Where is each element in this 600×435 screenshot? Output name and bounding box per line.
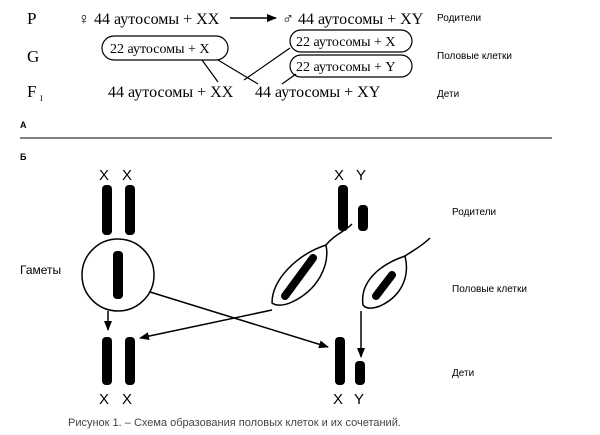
gametes-label: Гаметы	[20, 263, 61, 277]
sperm-cell-1-tail	[325, 223, 353, 246]
gamete-male-y-oval	[289, 54, 413, 78]
label-gametes-b: Половые клетки	[452, 284, 527, 295]
gamete-male-x-oval	[289, 29, 413, 53]
child-male-formula: 44 аутосомы + XY	[255, 84, 381, 101]
arrow-x-sperm-to-daughter	[139, 309, 273, 341]
label-parents-a: Родители	[437, 13, 481, 24]
son-letter-x: X	[333, 391, 343, 408]
label-parents-b: Родители	[452, 207, 496, 218]
part-a-scheme: P G F I ♀ 44 аутосомы + XX ♂ 44 аутосомы…	[20, 9, 512, 130]
gamete-female-formula: 22 аутосомы + X	[110, 42, 210, 57]
gamete-female-oval	[101, 35, 229, 61]
sperm-cell-2-head	[361, 255, 408, 309]
panel-label-a: А	[20, 120, 27, 130]
row-label-f-subscript: I	[40, 94, 43, 103]
row-label-g: G	[27, 47, 39, 66]
son-chromosome-x	[335, 337, 345, 385]
female-letter-2: X	[122, 167, 132, 184]
female-chromosome-2	[125, 185, 135, 235]
panel-label-b: Б	[20, 152, 27, 162]
figure-caption: Рисунок 1. – Схема образования половых к…	[68, 417, 401, 429]
row-label-f: F	[27, 82, 36, 101]
female-letter-1: X	[99, 167, 109, 184]
daughter-letter-1: X	[99, 391, 109, 408]
sperm-cell-2-tail	[404, 237, 431, 257]
row-label-p: P	[27, 9, 36, 28]
sperm-1-chromosome	[281, 254, 317, 300]
sperm-2-chromosome	[372, 271, 396, 300]
egg-cell	[81, 238, 155, 312]
gamete-male-x-formula: 22 аутосомы + X	[296, 35, 396, 50]
daughter-chromosome-1	[102, 337, 112, 385]
cross-line-1	[201, 59, 219, 83]
parent-male-formula: ♂ 44 аутосомы + XY	[282, 11, 424, 28]
cross-line-4	[281, 73, 297, 85]
egg-chromosome	[113, 251, 123, 299]
label-gametes-a: Половые клетки	[437, 51, 512, 62]
label-children-a: Дети	[437, 89, 459, 100]
part-b-scheme: Б X X X Y Гаметы X X X	[20, 152, 527, 408]
son-chromosome-y	[355, 361, 365, 385]
daughter-letter-2: X	[122, 391, 132, 408]
daughter-chromosome-2	[125, 337, 135, 385]
male-chromosome-x	[338, 185, 348, 231]
female-chromosome-1	[102, 185, 112, 235]
male-chromosome-y	[358, 205, 368, 231]
gamete-male-y-formula: 22 аутосомы + Y	[296, 60, 396, 75]
son-letter-y: Y	[354, 391, 364, 408]
parent-female-formula: ♀ 44 аутосомы + XX	[78, 11, 220, 28]
child-female-formula: 44 аутосомы + XX	[108, 84, 234, 101]
label-children-b: Дети	[452, 368, 474, 379]
arrow-egg-to-son	[149, 291, 329, 349]
cross-line-2	[217, 59, 259, 85]
sperm-cell-1-head	[271, 244, 328, 306]
male-letter-y: Y	[356, 167, 366, 184]
male-letter-x: X	[334, 167, 344, 184]
cross-line-3	[243, 47, 291, 81]
